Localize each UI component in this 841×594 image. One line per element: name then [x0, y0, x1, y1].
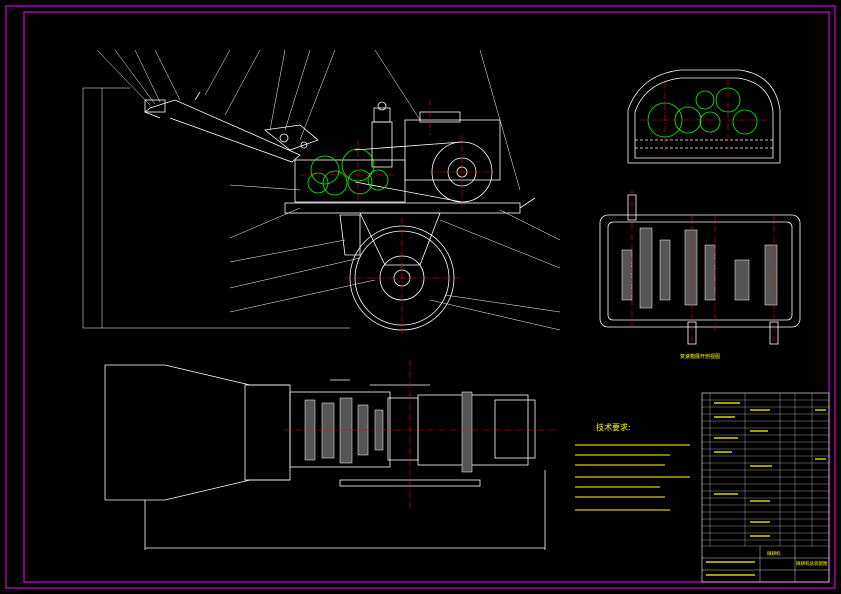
top-view-centerlines — [285, 360, 560, 510]
parts-list-text-marks — [706, 402, 826, 576]
section-view-label: 变速箱展开剖视图 — [680, 354, 721, 360]
section-gears — [647, 87, 758, 138]
title-block-drawing-title: 微耕机总装配图 — [796, 562, 828, 567]
parts-list-rows — [702, 393, 829, 547]
gearbox-centerlines — [631, 190, 775, 345]
outer-border — [5, 5, 836, 589]
section-view — [627, 69, 781, 164]
gearbox-gears — [621, 227, 778, 309]
side-view-gears — [307, 148, 389, 196]
title-block-cells — [702, 546, 829, 582]
title-block-name: 微耕机 — [767, 552, 781, 557]
leader-lines — [96, 49, 561, 331]
top-view — [104, 364, 546, 550]
side-view-centerlines — [300, 100, 495, 335]
title-block — [701, 392, 830, 583]
dimension-lines — [82, 87, 350, 329]
tech-req-text-lines — [575, 444, 690, 511]
tech-requirements-title: 技术要求: — [596, 423, 631, 432]
section-centerlines — [640, 80, 770, 150]
side-view — [144, 91, 536, 331]
inner-frame — [23, 11, 830, 583]
